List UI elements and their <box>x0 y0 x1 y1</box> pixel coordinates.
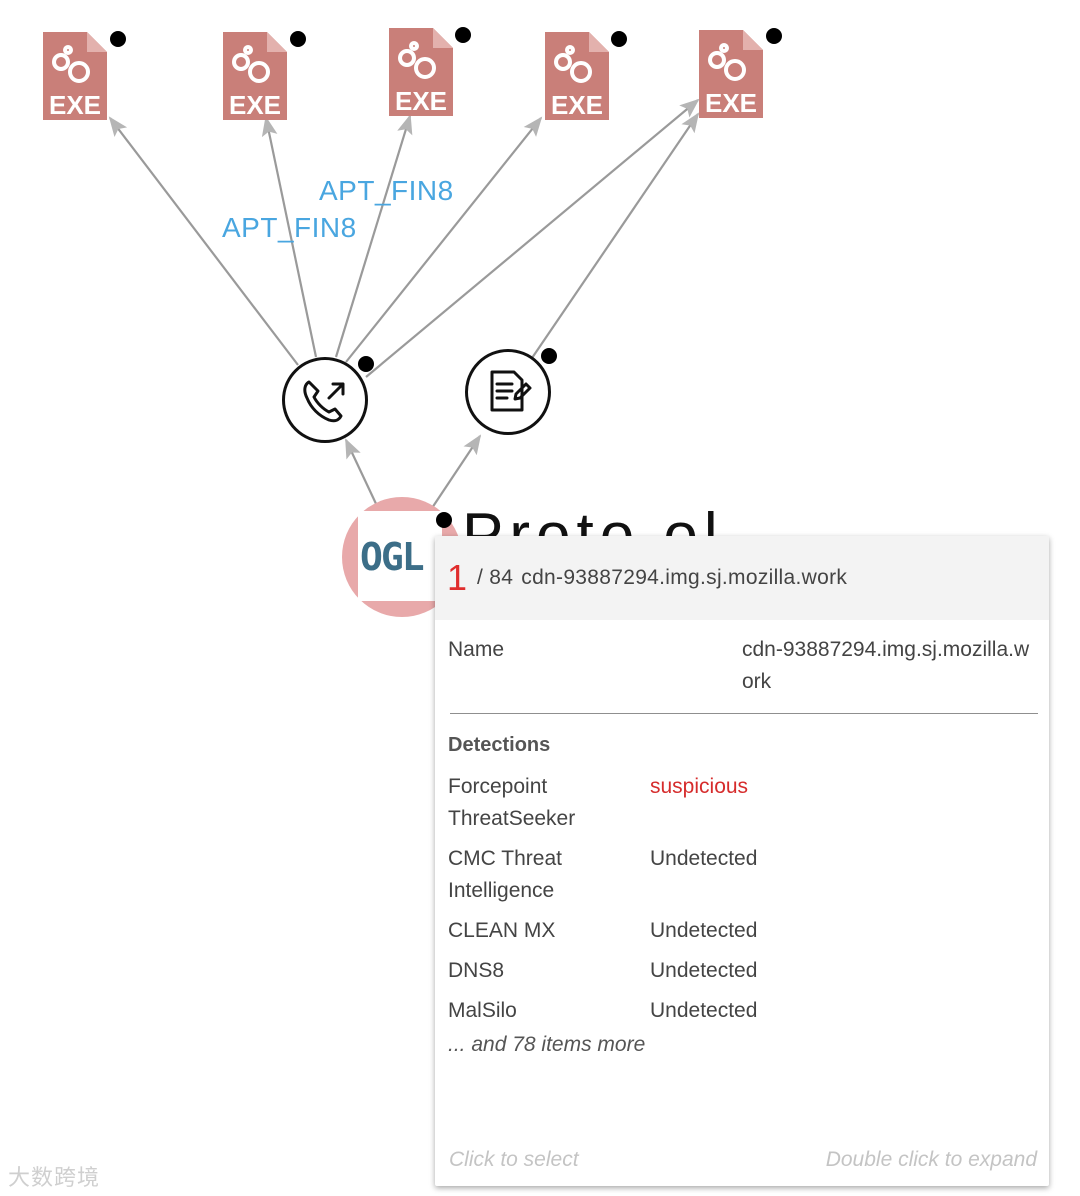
phone-call-icon <box>303 380 345 423</box>
detection-row: DNS8 Undetected <box>448 955 1037 987</box>
node-badge-dot <box>541 348 557 364</box>
exe-label: EXE <box>49 90 101 120</box>
node-badge-dot <box>358 356 374 372</box>
exe-file-icon: EXE <box>545 32 609 120</box>
tooltip-index: 1 <box>447 557 468 598</box>
node-tooltip[interactable]: 1 / 84 cdn-93887294.img.sj.mozilla.work … <box>435 536 1049 1186</box>
detection-result: Undetected <box>650 999 758 1022</box>
detection-row: Forcepoint ThreatSeeker suspicious <box>448 771 1037 835</box>
detection-engine: MalSilo <box>448 999 517 1022</box>
exe-file-icon: EXE <box>43 32 107 120</box>
document-edit-icon <box>490 370 532 412</box>
detection-engine: Forcepoint ThreatSeeker <box>448 775 576 830</box>
domain-logo-text: OGL <box>360 535 425 579</box>
exe-file-icon: EXE <box>223 32 287 120</box>
tooltip-header: 1 / 84 cdn-93887294.img.sj.mozilla.work <box>435 536 1049 620</box>
detection-row: CLEAN MX Undetected <box>448 915 1037 947</box>
domain-node-title: Proto ol <box>462 505 724 537</box>
domain-logo: OGL <box>358 511 442 601</box>
exe-file-node[interactable]: EXE <box>387 26 455 118</box>
exe-label: EXE <box>229 90 281 120</box>
click-to-select-hint: Click to select <box>449 1148 579 1171</box>
detection-result: Undetected <box>650 847 758 870</box>
more-items-text: ... and 78 items more <box>448 1033 646 1056</box>
graph-edge <box>531 112 700 359</box>
detection-result: suspicious <box>650 775 749 798</box>
detection-engine: CMC Threat Intelligence <box>448 847 562 902</box>
exe-file-icon: EXE <box>389 28 453 116</box>
graph-edge <box>345 116 543 363</box>
exe-file-node[interactable]: EXE <box>543 30 611 122</box>
edge-label: APT_FIN8 <box>222 212 357 243</box>
edge-label: APT_FIN8 <box>319 175 454 206</box>
graph-edge <box>345 438 379 509</box>
detection-result: Undetected <box>650 959 758 982</box>
node-badge-dot <box>436 512 452 528</box>
detection-result: Undetected <box>650 919 758 942</box>
exe-label: EXE <box>551 90 603 120</box>
exe-file-node[interactable]: EXE <box>697 28 765 120</box>
exe-file-icon: EXE <box>699 30 763 118</box>
tooltip-title: cdn-93887294.img.sj.mozilla.work <box>521 566 848 589</box>
double-click-expand-hint: Double click to expand <box>825 1148 1037 1171</box>
graph-edge <box>334 114 413 358</box>
node-badge-dot <box>766 28 782 44</box>
graph-edge <box>108 116 299 366</box>
node-badge-dot <box>290 31 306 47</box>
node-badge-dot <box>110 31 126 47</box>
node-badge-dot <box>455 27 471 43</box>
divider <box>450 713 1038 714</box>
exe-label: EXE <box>395 86 447 116</box>
detections-heading: Detections <box>448 734 551 756</box>
document-node[interactable] <box>465 349 551 435</box>
exe-file-node[interactable]: EXE <box>221 30 289 122</box>
exe-file-node[interactable]: EXE <box>41 30 109 122</box>
node-badge-dot <box>611 31 627 47</box>
name-key: Name <box>448 638 505 661</box>
detection-engine: DNS8 <box>448 959 505 982</box>
tooltip-footer: Click to select Double click to expand <box>449 1148 1037 1172</box>
detection-row: CMC Threat Intelligence Undetected <box>448 843 1037 907</box>
graph-edge <box>261 116 318 358</box>
watermark: 大数跨境 <box>8 1166 101 1191</box>
tooltip-total: / 84 <box>477 566 514 589</box>
exe-label: EXE <box>705 88 757 118</box>
call-node[interactable] <box>282 357 368 443</box>
detection-row: MalSilo Undetected <box>448 995 1037 1027</box>
detection-engine: CLEAN MX <box>448 919 556 942</box>
graph-edge <box>365 98 700 378</box>
name-value: cdn-93887294.img.sj.mozilla.work <box>742 638 1030 693</box>
name-row: Name cdn-93887294.img.sj.mozilla.work <box>448 634 1037 698</box>
graph-edge <box>431 434 482 509</box>
